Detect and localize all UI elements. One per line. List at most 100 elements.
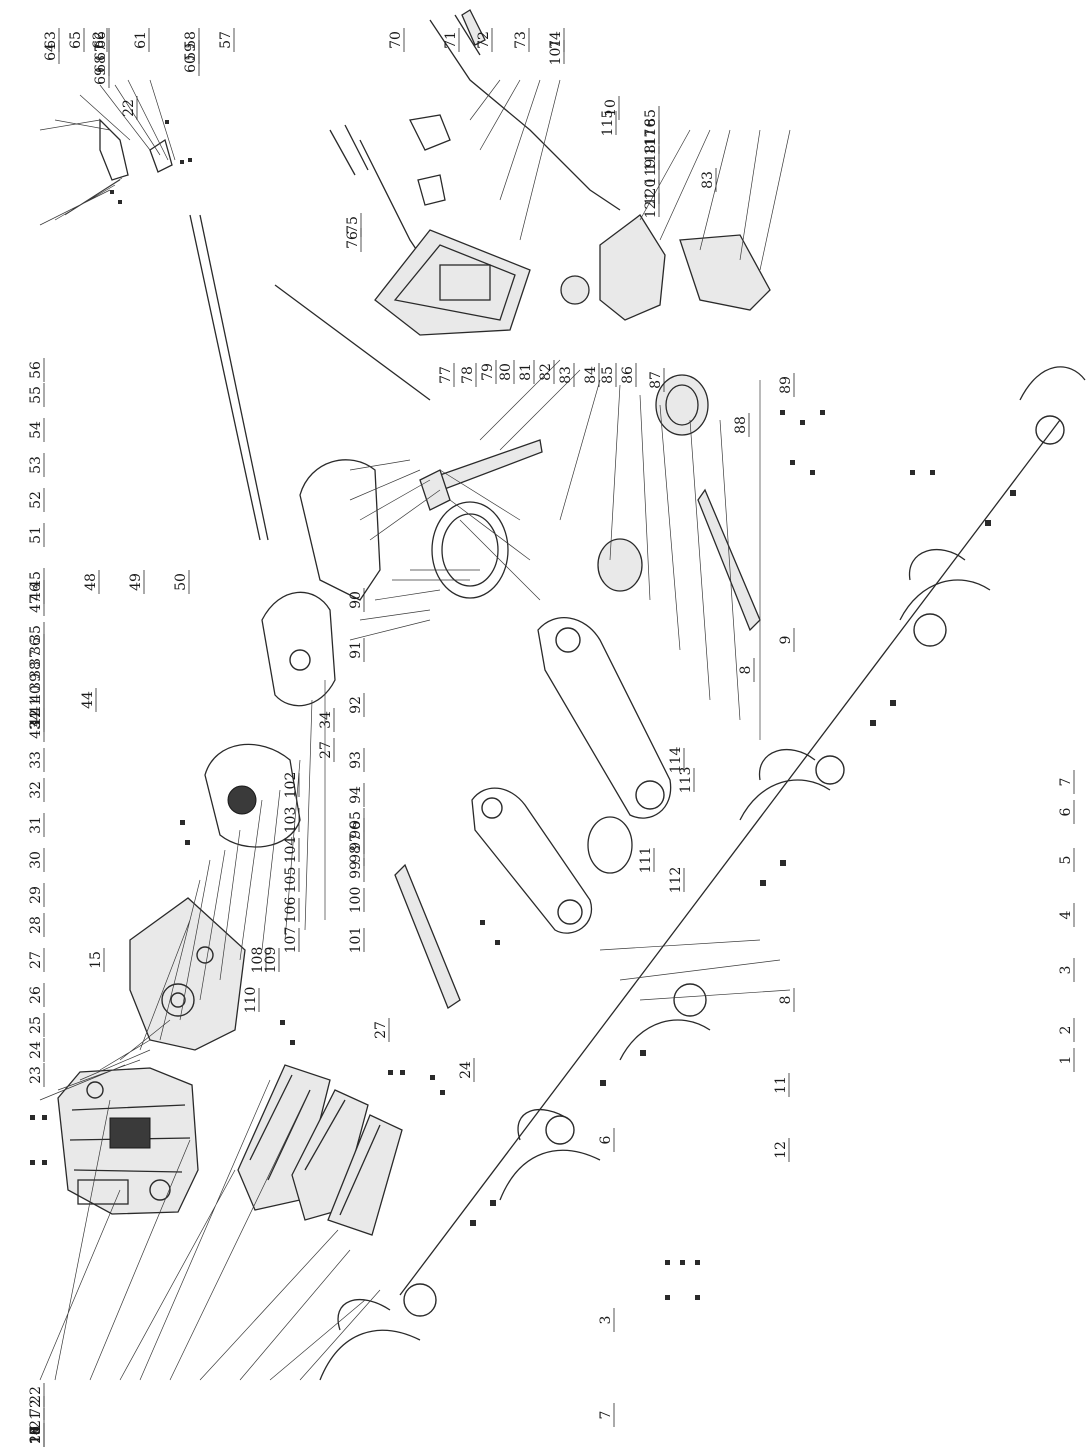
callout-number: 34	[318, 711, 334, 729]
callout-number: 105	[283, 867, 299, 894]
callout-number: 73	[513, 31, 529, 49]
callout-number: 70	[388, 31, 404, 49]
callout-number: 98	[348, 845, 364, 863]
callout-number: 65	[68, 31, 84, 49]
callout-number: 118	[643, 145, 659, 172]
callout-number: 97	[348, 833, 364, 851]
leader-lines	[39, 79, 791, 1381]
callout-number: 44	[80, 691, 96, 709]
callout-number: 59	[183, 43, 199, 61]
callout-number: 16	[28, 1426, 44, 1444]
callout-number: 101	[548, 39, 564, 66]
callout-number: 17	[28, 1426, 44, 1444]
callout-number: 40	[28, 685, 44, 703]
callout-number: 81	[518, 363, 534, 381]
cables-drawing	[189, 214, 431, 541]
callout-number: 72	[28, 1399, 44, 1417]
callout-number: 108	[250, 947, 266, 974]
tine-guards-drawing	[237, 1064, 403, 1236]
callout-number: 61	[133, 31, 149, 49]
callout-number: 54	[28, 421, 44, 439]
callout-number: 116	[643, 119, 659, 146]
callout-number: 27	[318, 741, 334, 759]
callout-number: 22	[121, 99, 137, 117]
callout-number: 57	[218, 31, 234, 49]
callout-number: 37	[28, 649, 44, 667]
callout-number: 84	[583, 366, 599, 384]
callout-number: 64	[43, 43, 59, 61]
callout-number: 83	[558, 366, 574, 384]
callout-number: 30	[28, 851, 44, 869]
callout-number: 80	[498, 363, 514, 381]
callout-number: 34	[28, 711, 44, 729]
callout-number: 35	[28, 625, 44, 643]
callout-number: 94	[348, 786, 364, 804]
callout-number: 86	[620, 366, 636, 384]
callout-number: 39	[28, 673, 44, 691]
callout-number: 8	[778, 996, 794, 1005]
callout-number: 24	[458, 1061, 474, 1079]
belt-guards-drawing	[204, 459, 381, 848]
chain-cases-drawing	[471, 617, 672, 934]
callout-number: 76	[345, 231, 361, 249]
callout-number: 71	[443, 31, 459, 49]
callout-number: 46	[28, 583, 44, 601]
callout-number: 99	[348, 861, 364, 879]
callout-number: 95	[348, 811, 364, 829]
callout-number: 31	[28, 816, 44, 834]
callout-number: 109	[263, 947, 279, 974]
callout-number: 51	[28, 526, 44, 544]
callout-number: 3	[598, 1316, 614, 1325]
callout-number: 18	[28, 1426, 44, 1444]
callout-number: 104	[283, 837, 299, 864]
callout-number: 63	[43, 31, 59, 49]
callout-number: 79	[480, 363, 496, 381]
callout-number: 62	[91, 31, 107, 49]
callout-number: 114	[668, 747, 684, 774]
callout-number: 93	[348, 751, 364, 769]
callout-number: 96	[348, 821, 364, 839]
callout-number: 75	[345, 216, 361, 234]
callout-number: 2	[1058, 1026, 1074, 1035]
callout-number: 28	[28, 916, 44, 934]
callout-number: 15	[88, 951, 104, 969]
callout-number: 91	[348, 641, 364, 659]
callout-number: 103	[283, 807, 299, 834]
callout-number: 52	[28, 491, 44, 509]
callout-number: 67	[93, 43, 109, 61]
wheel-covers-drawing	[431, 374, 709, 599]
callout-number: 92	[348, 696, 364, 714]
callout-number: 50	[173, 573, 189, 591]
callout-number: 3	[1058, 966, 1074, 975]
callout-number: 36	[28, 637, 44, 655]
callout-number: 113	[678, 767, 694, 794]
callout-number: 85	[643, 109, 659, 127]
callout-number: 8	[738, 666, 754, 675]
callout-number: 14	[28, 1426, 44, 1444]
transmission-case-drawing	[129, 897, 246, 1051]
callout-number: 58	[183, 31, 199, 49]
callout-number: 49	[128, 573, 144, 591]
callout-number: 74	[548, 31, 564, 49]
callout-number: 69	[93, 67, 109, 85]
callout-number: 7	[598, 1411, 614, 1420]
callout-number: 29	[28, 886, 44, 904]
callout-number: 55	[28, 386, 44, 404]
callout-number: 110	[243, 987, 259, 1014]
callout-number: 1	[1058, 1056, 1074, 1065]
callout-number: 25	[28, 1016, 44, 1034]
callout-number: 102	[283, 772, 299, 799]
callout-number: 41	[28, 697, 44, 715]
callout-number: 60	[183, 55, 199, 73]
callout-number: 101	[348, 927, 364, 954]
callout-number: 26	[28, 986, 44, 1004]
callout-number: 47	[28, 595, 44, 613]
callout-number: 111	[638, 847, 654, 874]
callout-number: 10	[603, 99, 619, 117]
callout-number: 106	[283, 897, 299, 924]
callout-number: 43	[28, 721, 44, 739]
callout-number: 100	[348, 887, 364, 914]
callout-number: 13	[28, 1426, 44, 1444]
